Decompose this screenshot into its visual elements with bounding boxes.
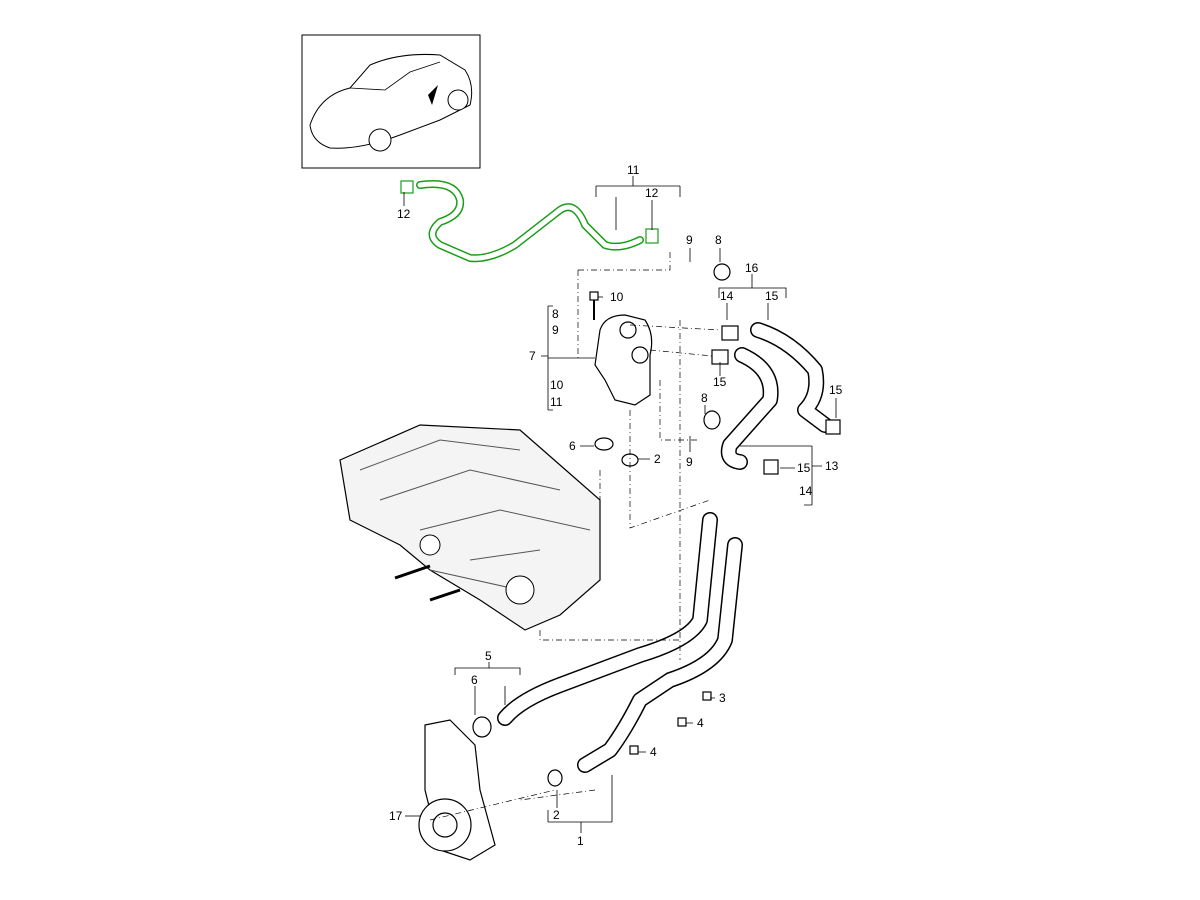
callout-4[interactable]: 4: [697, 716, 704, 730]
callout-2[interactable]: 2: [654, 452, 661, 466]
callout-17[interactable]: 17: [389, 809, 403, 823]
callout-6[interactable]: 6: [569, 439, 576, 453]
callout-8[interactable]: 8: [715, 233, 722, 247]
callout-11[interactable]: 11: [627, 163, 640, 177]
callout-10[interactable]: 10: [610, 290, 624, 304]
callout-3[interactable]: 3: [719, 691, 726, 705]
callout-15[interactable]: 15: [713, 375, 727, 389]
engine-block[interactable]: [339, 424, 601, 631]
upper-coolant-hoses[interactable]: [711, 322, 841, 475]
callout-8[interactable]: 8: [701, 391, 708, 405]
callout-16[interactable]: 16: [745, 261, 759, 275]
callout-13[interactable]: 13: [825, 459, 839, 473]
callout-8[interactable]: 8: [552, 307, 559, 321]
callout-6[interactable]: 6: [471, 673, 478, 687]
thermostat-housing[interactable]: [594, 263, 731, 467]
bolts: [589, 291, 712, 755]
callout-5[interactable]: 5: [485, 649, 492, 663]
highlighted-coolant-pipe[interactable]: [400, 180, 659, 263]
callout-9[interactable]: 9: [686, 455, 693, 469]
callout-10[interactable]: 10: [550, 378, 564, 392]
callout-9[interactable]: 9: [552, 323, 559, 337]
callout-2[interactable]: 2: [553, 808, 560, 822]
callout-4[interactable]: 4: [650, 745, 657, 759]
callout-11[interactable]: 11: [550, 395, 563, 409]
callout-14[interactable]: 14: [720, 289, 734, 303]
callout-12[interactable]: 12: [397, 207, 411, 221]
callout-15[interactable]: 15: [829, 383, 843, 397]
callout-labels: 11 12 12 9 8 16 14 15 10 8 9 7 10 11 15 …: [389, 163, 843, 848]
callout-15[interactable]: 15: [765, 289, 779, 303]
callout-15[interactable]: 15: [797, 461, 811, 475]
water-pump[interactable]: [418, 719, 496, 861]
vehicle-thumbnail[interactable]: [301, 34, 481, 169]
callout-7[interactable]: 7: [529, 349, 536, 363]
callout-14[interactable]: 14: [799, 484, 813, 498]
callout-1[interactable]: 1: [577, 834, 584, 848]
callout-9[interactable]: 9: [686, 233, 693, 247]
lower-coolant-pipes[interactable]: [472, 512, 743, 787]
leader-lines: [403, 176, 837, 833]
callout-12[interactable]: 12: [645, 186, 659, 200]
